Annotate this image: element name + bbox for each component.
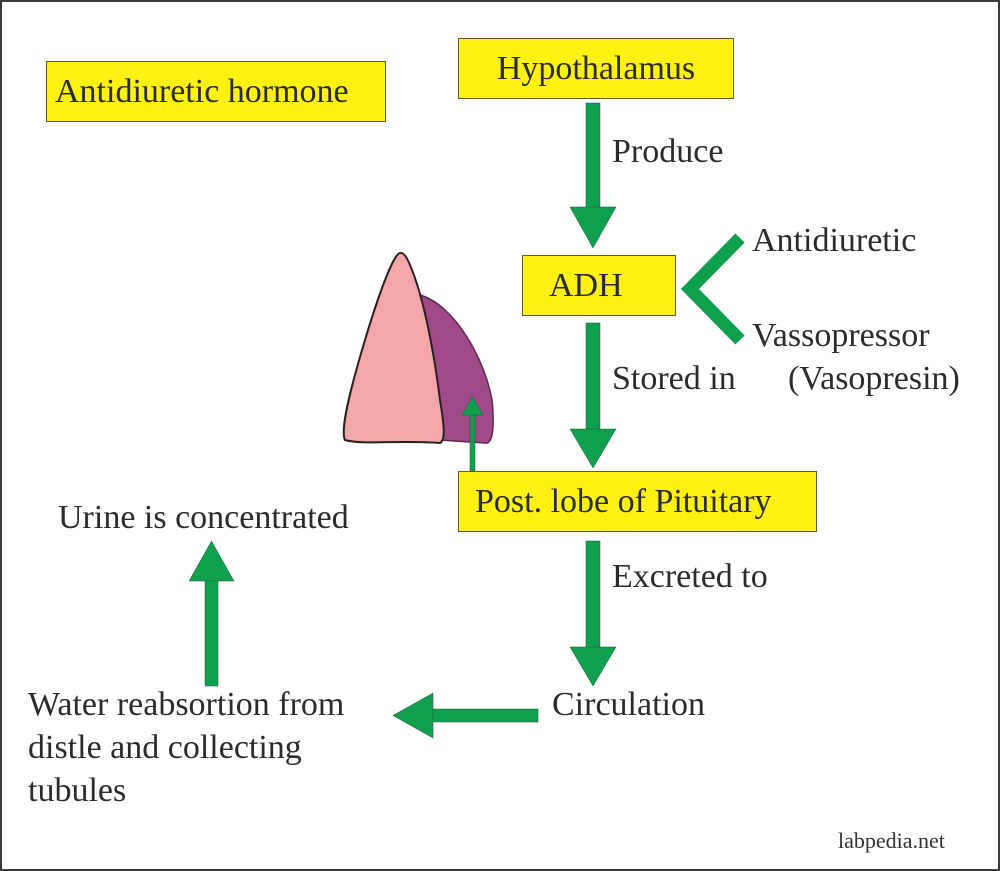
pituitary-box: Post. lobe of Pituitary	[458, 471, 817, 532]
water-reabsorption-line-1: Water reabsortion from	[28, 686, 345, 723]
arrow-to-gland	[461, 396, 484, 476]
edge-label-produce: Produce	[612, 133, 724, 170]
source-watermark: labpedia.net	[838, 828, 945, 853]
edge-label-stored-in: Stored in	[612, 360, 736, 397]
urine-concentrated-label: Urine is concentrated	[58, 499, 349, 536]
title-text: Antidiuretic hormone	[55, 72, 349, 110]
arrow-stored-in	[569, 322, 617, 469]
hypothalamus-box: Hypothalamus	[458, 38, 734, 99]
title-box: Antidiuretic hormone	[46, 61, 386, 122]
adh-type-antidiuretic: Antidiuretic	[752, 222, 917, 259]
adh-type-vasopressin: (Vasopresin)	[788, 360, 960, 397]
adh-label: ADH	[549, 266, 623, 304]
edge-label-excreted-to: Excreted to	[612, 558, 768, 595]
hypothalamus-label: Hypothalamus	[496, 49, 696, 87]
circulation-label: Circulation	[552, 686, 705, 723]
anterior-lobe-shape	[342, 251, 445, 445]
arrow-excreted-to	[569, 540, 617, 687]
arrow-produce	[569, 102, 617, 249]
arrow-to-urine	[188, 540, 235, 687]
adh-box: ADH	[522, 255, 676, 316]
adh-type-vasopressor: Vassopressor	[752, 317, 930, 354]
pituitary-label: Post. lobe of Pituitary	[475, 482, 772, 520]
water-reabsorption-line-3: tubules	[28, 772, 127, 809]
water-reabsorption-line-2: distle and collecting	[28, 729, 302, 766]
arrow-to-water-reabsorption	[392, 692, 539, 739]
adh-branch-chevron	[680, 233, 745, 345]
